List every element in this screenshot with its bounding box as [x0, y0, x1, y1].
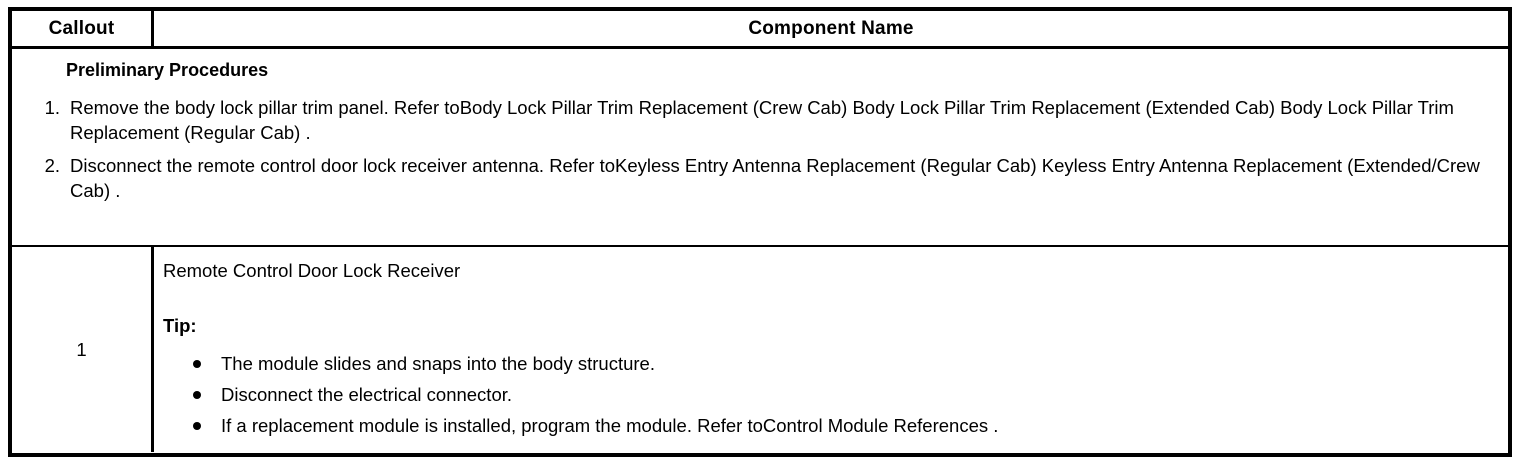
preliminary-step-1: Remove the body lock pillar trim panel. … [34, 96, 1454, 143]
tip-text: The module slides and snaps into the bod… [221, 353, 655, 374]
column-header-callout: Callout [12, 11, 154, 46]
tip-list: The module slides and snaps into the bod… [163, 352, 1502, 438]
bullet-icon [193, 391, 201, 399]
component-name-text: Remote Control Door Lock Receiver [163, 260, 461, 281]
list-item: If a replacement module is installed, pr… [163, 414, 1502, 438]
preliminary-procedures-title: Preliminary Procedures [66, 60, 269, 80]
component-table: Callout Component Name Preliminary Proce… [8, 7, 1512, 457]
component-detail-cell: Remote Control Door Lock Receiver Tip: T… [154, 247, 1508, 452]
preliminary-procedures-list: Remove the body lock pillar trim panel. … [18, 96, 1502, 203]
preliminary-step-2: Disconnect the remote control door lock … [34, 154, 1480, 201]
table-row: 1 Remote Control Door Lock Receiver Tip:… [12, 247, 1508, 452]
tip-label: Tip: [163, 315, 197, 336]
list-item: The module slides and snaps into the bod… [163, 352, 1502, 376]
column-header-component-name: Component Name [748, 17, 914, 39]
list-item: Disconnect the electrical connector. [163, 383, 1502, 407]
bullet-icon [193, 422, 201, 430]
tip-text: If a replacement module is installed, pr… [221, 415, 999, 436]
preliminary-procedures-row: Preliminary Procedures Remove the body l… [12, 49, 1508, 247]
table-header-row: Callout Component Name [12, 11, 1508, 49]
callout-number: 1 [12, 247, 154, 452]
bullet-icon [193, 360, 201, 368]
tip-text: Disconnect the electrical connector. [221, 384, 513, 405]
